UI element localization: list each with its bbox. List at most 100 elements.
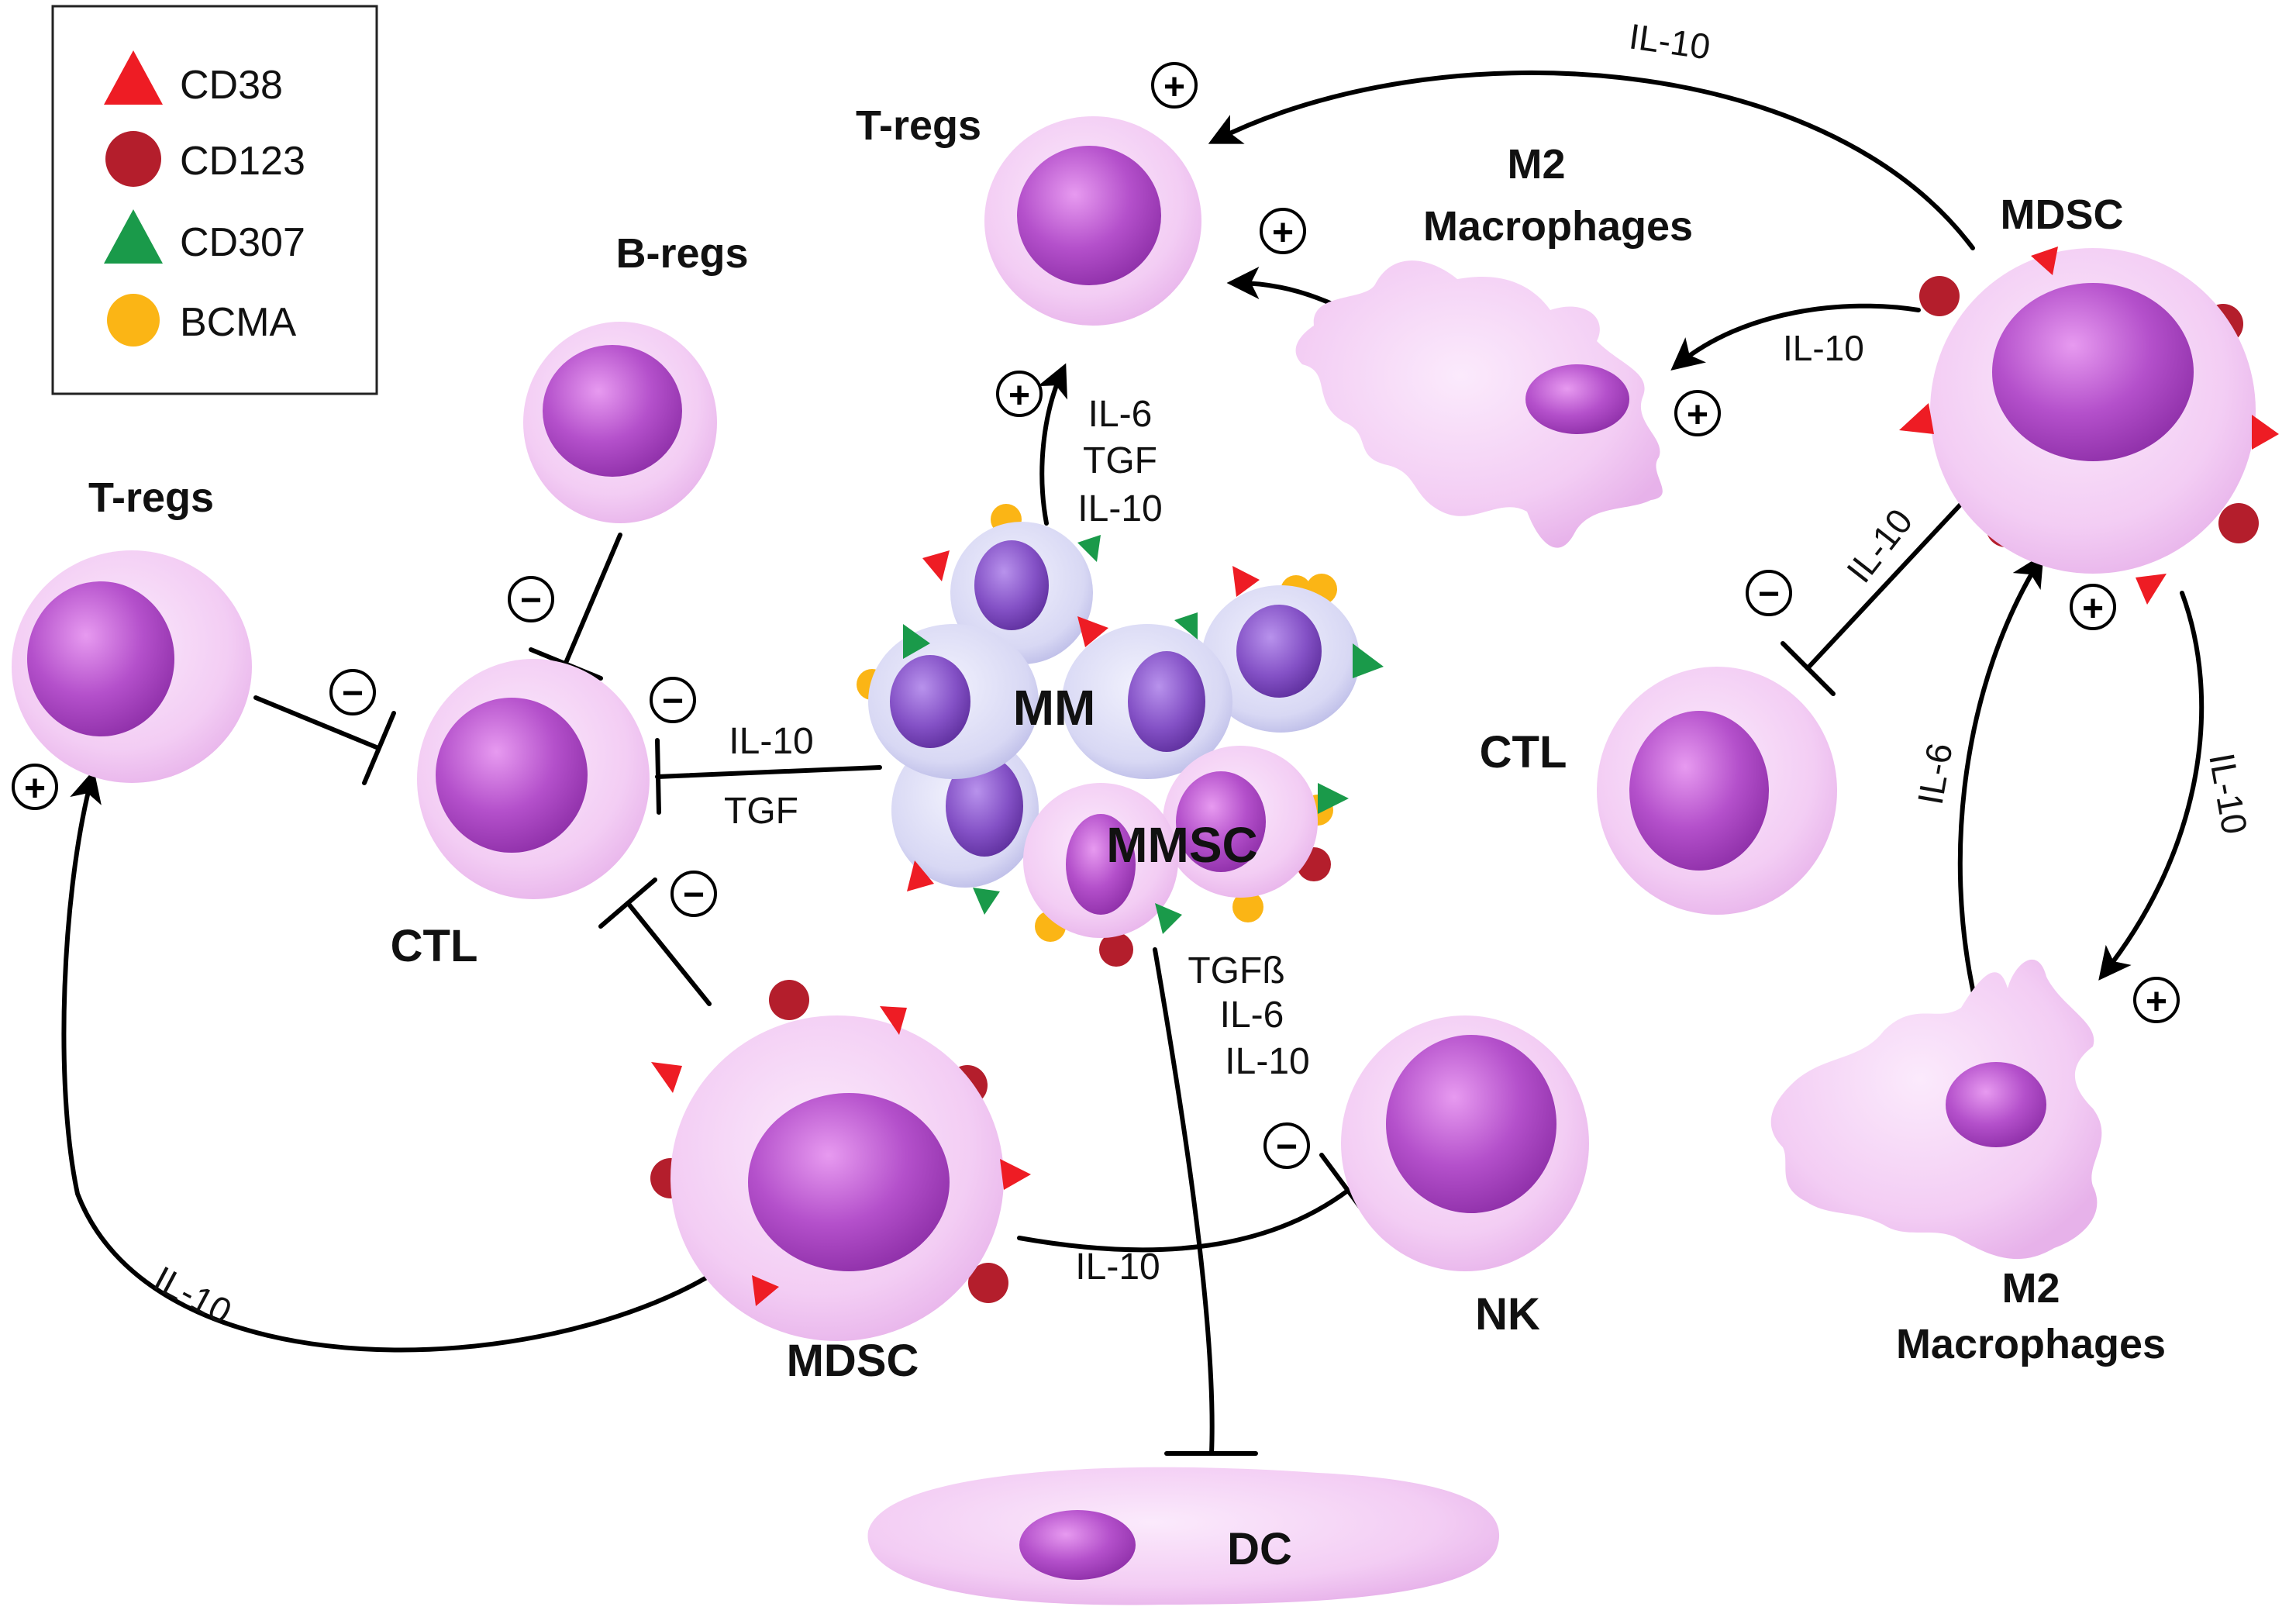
plus-icon: + bbox=[1151, 62, 1198, 109]
cd38-marker bbox=[880, 1006, 907, 1035]
inhibit-bar bbox=[1781, 641, 1836, 696]
cd307-marker bbox=[1318, 783, 1349, 814]
connectors bbox=[61, 71, 2205, 1456]
nk-label: NK bbox=[1475, 1289, 1540, 1340]
cd123-marker bbox=[1919, 276, 1960, 316]
svg-text:+: + bbox=[1163, 67, 1185, 108]
nucleus bbox=[543, 345, 682, 477]
inhibit-tregs-to-ctl bbox=[253, 695, 381, 750]
cd38-marker bbox=[651, 1062, 682, 1093]
nucleus bbox=[436, 698, 588, 853]
legend-label-bcma: BCMA bbox=[180, 300, 297, 345]
cd38-marker bbox=[1232, 566, 1260, 597]
cytokine-mdsc-to-nk: IL-10 bbox=[1075, 1246, 1160, 1288]
tregs-left-label: T-regs bbox=[88, 474, 214, 521]
cytokine-m2-to-mdsc: IL-6 bbox=[1910, 740, 1960, 808]
cytokine-mdsc-to-ctl-right: IL-10 bbox=[1839, 502, 1921, 591]
tregs-top-cell bbox=[984, 116, 1201, 326]
svg-text:−: − bbox=[683, 874, 705, 915]
minus-icon: − bbox=[650, 677, 696, 723]
svg-text:−: − bbox=[342, 673, 364, 714]
minus-icon: − bbox=[508, 576, 554, 622]
cd307-legend-icon bbox=[104, 209, 163, 264]
cytokine-mdsc-to-tregs-left: IL-10 bbox=[147, 1258, 238, 1332]
nk-cell bbox=[1341, 1015, 1589, 1271]
mm-label: MM bbox=[1013, 680, 1096, 736]
cd38-marker bbox=[2136, 574, 2167, 605]
plus-icon: + bbox=[1260, 208, 1306, 254]
m2-macrophage-top bbox=[1295, 260, 1663, 548]
svg-text:+: + bbox=[1272, 212, 1294, 253]
dc-cell bbox=[867, 1467, 1500, 1605]
cytokine-mm-to-ctl-1: IL-10 bbox=[729, 721, 813, 762]
svg-text:+: + bbox=[2146, 981, 2167, 1022]
cd123-marker bbox=[968, 1263, 1008, 1303]
cd38-marker bbox=[907, 860, 934, 891]
nucleus bbox=[1629, 711, 1769, 871]
nucleus bbox=[1019, 1510, 1136, 1580]
plus-icon: + bbox=[1674, 390, 1721, 436]
legend-box bbox=[51, 5, 378, 395]
inhibit-mdsc-to-ctl-right bbox=[1805, 502, 1963, 671]
bregs-label: B-regs bbox=[615, 230, 748, 277]
m2-top-label-line2: Macrophages bbox=[1423, 203, 1693, 250]
cd38-marker bbox=[1077, 616, 1108, 647]
cytokine-mmsc-2: IL-6 bbox=[1220, 995, 1284, 1036]
nucleus bbox=[1525, 364, 1629, 434]
arrow-mdsc-to-m2-top bbox=[1670, 303, 1921, 371]
legend-label-cd123: CD123 bbox=[180, 139, 305, 184]
svg-text:+: + bbox=[24, 768, 46, 809]
inhibit-mmsc-to-dc bbox=[1153, 947, 1215, 1456]
arrow-mm-to-tregs bbox=[1037, 363, 1067, 526]
cytokine-mm-to-tregs-2: TGF bbox=[1083, 440, 1157, 481]
svg-text:+: + bbox=[1687, 395, 1708, 436]
cd38-marker bbox=[752, 1275, 779, 1306]
mdsc-right-cell bbox=[1899, 247, 2279, 605]
cytokine-mm-to-tregs-1: IL-6 bbox=[1088, 394, 1153, 435]
cd38-marker bbox=[1899, 403, 1934, 434]
arrow-mdsc-to-m2-bottom bbox=[2098, 591, 2205, 981]
inhibit-bar bbox=[655, 738, 661, 815]
nucleus bbox=[1946, 1062, 2046, 1147]
svg-text:+: + bbox=[2082, 588, 2104, 629]
inhibit-mm-to-ctl bbox=[655, 765, 882, 779]
nucleus bbox=[1386, 1035, 1556, 1213]
cd307-marker bbox=[903, 624, 930, 659]
cd307-marker bbox=[1077, 535, 1101, 562]
legend-label-cd307: CD307 bbox=[180, 220, 305, 265]
nucleus bbox=[1992, 283, 2194, 461]
nucleus bbox=[27, 581, 174, 736]
cd123-marker bbox=[2218, 503, 2259, 543]
bcma-legend-icon bbox=[107, 294, 160, 347]
inhibit-mdsc-to-ctl bbox=[626, 901, 712, 1006]
cytokine-top-arc: IL-10 bbox=[1627, 16, 1713, 67]
cd307-marker bbox=[1174, 612, 1198, 640]
plus-icon: + bbox=[12, 764, 58, 810]
nucleus bbox=[748, 1093, 950, 1271]
mm-mmsc-cluster bbox=[857, 504, 1384, 967]
cytokine-mdsc-to-m2: IL-10 bbox=[1783, 328, 1864, 368]
cd38-marker bbox=[2252, 415, 2279, 450]
arrow-mdsc-to-tregs-top bbox=[1208, 71, 1975, 250]
nucleus bbox=[974, 540, 1049, 630]
minus-icon: − bbox=[1263, 1122, 1310, 1169]
inhibit-mdsc-to-nk bbox=[1017, 1188, 1351, 1253]
bcma-marker bbox=[1232, 891, 1263, 922]
nucleus bbox=[1236, 605, 1322, 698]
m2-macrophage-bottom bbox=[1770, 959, 2102, 1260]
cd307-marker bbox=[973, 888, 1000, 915]
ctl-right-label: CTL bbox=[1480, 727, 1567, 778]
nucleus bbox=[890, 655, 970, 748]
cytokine-mm-to-tregs-3: IL-10 bbox=[1077, 488, 1162, 529]
inhibit-bar bbox=[362, 711, 396, 785]
m2-bottom-label-line2: Macrophages bbox=[1896, 1321, 2166, 1367]
inhibit-bregs-to-ctl bbox=[564, 533, 622, 665]
cd123-marker bbox=[1099, 933, 1133, 967]
cd307-marker bbox=[1155, 903, 1182, 934]
dc-label: DC bbox=[1227, 1524, 1292, 1574]
mdsc-right-label: MDSC bbox=[2001, 191, 2124, 238]
cd38-marker bbox=[2031, 247, 2058, 275]
bregs-cell bbox=[523, 322, 717, 523]
svg-text:−: − bbox=[662, 681, 684, 722]
nucleus bbox=[1128, 651, 1205, 752]
